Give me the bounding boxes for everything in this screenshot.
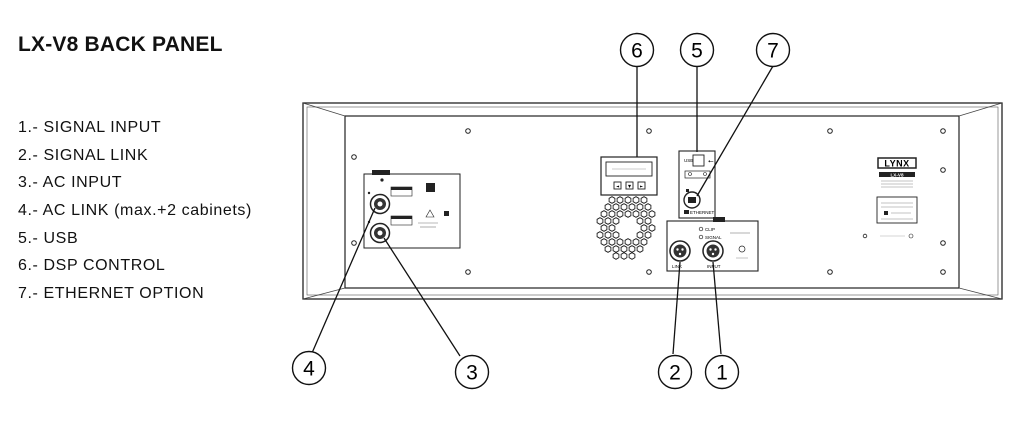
vent-hole — [636, 231, 644, 239]
vent-hole — [608, 196, 616, 204]
vent-hole — [624, 238, 632, 246]
ethernet-connector-icon — [683, 189, 701, 209]
vent-hole — [608, 238, 616, 246]
svg-text:5: 5 — [691, 40, 703, 63]
vent-grille — [596, 196, 656, 260]
vent-hole — [620, 252, 628, 260]
signal-input-connector-icon — [702, 240, 724, 262]
signal-link-connector-icon — [669, 240, 691, 262]
vent-hole — [620, 203, 628, 211]
vent-hole — [620, 245, 628, 253]
svg-text:6: 6 — [631, 40, 643, 63]
vent-hole — [612, 203, 620, 211]
callout-leaders — [311, 65, 774, 357]
vent-hole — [612, 245, 620, 253]
callout-5: 5 — [679, 32, 715, 68]
svg-text:◄: ◄ — [616, 184, 620, 189]
usb-port-icon — [692, 154, 705, 167]
callout-2: 2 — [657, 354, 693, 390]
vent-hole — [612, 217, 620, 225]
vent-hole — [636, 217, 644, 225]
vent-hole — [632, 210, 640, 218]
vent-hole — [624, 196, 632, 204]
callout-4: 4 — [291, 350, 327, 386]
legend-item: 2.- SIGNAL LINK — [18, 146, 149, 164]
ac-module — [363, 170, 461, 249]
vent-hole — [616, 196, 624, 204]
vent-hole — [600, 238, 608, 246]
vent-hole — [616, 210, 624, 218]
ac-input-connector-icon — [367, 220, 391, 244]
vent-hole — [644, 217, 652, 225]
vent-hole — [616, 238, 624, 246]
model-label: LX-V8 — [890, 172, 903, 177]
vent-hole — [604, 203, 612, 211]
callout-7: 7 — [755, 32, 791, 68]
usb-ethernet-module: USB ⭠ ETHERNET — [678, 150, 716, 219]
usb-symbol-icon: ⭠ — [708, 157, 714, 165]
vent-hole — [600, 210, 608, 218]
vent-hole — [612, 231, 620, 239]
svg-text:▼: ▼ — [628, 184, 632, 189]
svg-text:2: 2 — [669, 362, 681, 385]
vent-hole — [636, 203, 644, 211]
vent-hole — [632, 238, 640, 246]
vent-hole — [596, 231, 604, 239]
vent-hole — [604, 231, 612, 239]
vent-hole — [648, 210, 656, 218]
vent-hole — [640, 238, 648, 246]
vent-hole — [644, 203, 652, 211]
vent-hole — [644, 231, 652, 239]
legend-item: 4.- AC LINK (max.+2 cabinets) — [18, 202, 252, 220]
page-title: LX-V8 BACK PANEL — [18, 33, 223, 56]
vent-hole — [628, 245, 636, 253]
vent-hole — [632, 196, 640, 204]
legend-item: 1.- SIGNAL INPUT — [18, 119, 162, 136]
callout-3: 3 — [454, 354, 490, 390]
vent-hole — [604, 217, 612, 225]
vent-hole — [596, 217, 604, 225]
vent-hole — [600, 224, 608, 232]
signal-label: SIGNAL — [705, 235, 722, 240]
vent-hole — [608, 210, 616, 218]
svg-text:4: 4 — [303, 358, 315, 381]
dsp-control-module: ◄ ▼ ► — [600, 156, 658, 196]
link-label: LINK — [672, 264, 682, 269]
vent-hole — [628, 252, 636, 260]
vent-hole — [640, 224, 648, 232]
legend-item: 6.- DSP CONTROL — [18, 257, 166, 275]
vent-hole — [604, 245, 612, 253]
vent-hole — [628, 203, 636, 211]
vent-hole — [624, 210, 632, 218]
legend-item: 7.- ETHERNET OPTION — [18, 285, 205, 303]
brand-logo: LYNX — [884, 159, 909, 169]
clip-label: CLIP — [705, 227, 715, 232]
screw-icon — [351, 128, 946, 275]
svg-text:►: ► — [640, 184, 644, 189]
vent-hole — [640, 210, 648, 218]
svg-text:7: 7 — [767, 40, 779, 63]
usb-label: USB — [684, 158, 693, 163]
callout-1: 1 — [704, 354, 740, 390]
legend-item: 5.- USB — [18, 229, 79, 247]
callout-6: 6 — [619, 32, 655, 68]
ethernet-label: ETHERNET — [690, 210, 715, 215]
legend-list: 1.- SIGNAL INPUT 2.- SIGNAL LINK 3.- AC … — [18, 116, 252, 310]
cabinet-inner-edge — [306, 106, 999, 296]
svg-text:3: 3 — [466, 362, 478, 385]
vent-hole — [608, 224, 616, 232]
vent-hole — [612, 252, 620, 260]
vent-hole — [640, 196, 648, 204]
vent-hole — [648, 224, 656, 232]
legend-item: 3.- AC INPUT — [18, 174, 123, 192]
svg-text:1: 1 — [716, 362, 728, 385]
brand-plate: LYNX LX-V8 — [862, 157, 918, 239]
vent-hole — [636, 245, 644, 253]
